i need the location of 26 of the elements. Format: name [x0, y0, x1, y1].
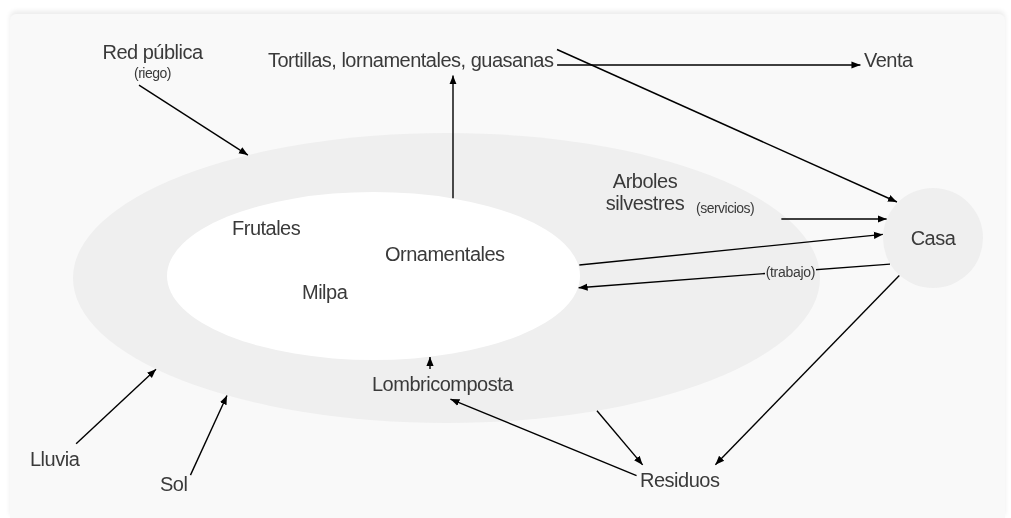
node-label: Lluvia	[30, 447, 80, 471]
node-label: Lombricomposta	[372, 372, 513, 396]
node-label: Tortillas, lornamentales, guasanas	[268, 48, 554, 72]
node-label: Red pública	[101, 40, 204, 64]
node-label: Frutales	[232, 216, 301, 240]
arrow	[75, 368, 157, 445]
node-label: Venta	[864, 48, 913, 72]
arrow	[426, 356, 434, 370]
node-label: Sol	[160, 472, 188, 496]
arrow	[189, 394, 228, 476]
node-label: Casa	[910, 226, 956, 250]
node-label: Milpa	[302, 280, 348, 304]
arrow	[449, 74, 457, 199]
arrow	[714, 274, 900, 466]
note-label: (servicios)	[696, 199, 755, 217]
node-label: Arboles silvestres	[604, 170, 686, 214]
arrow	[449, 398, 638, 477]
node-label: Ornamentales	[385, 242, 505, 266]
arrow	[596, 410, 644, 466]
arrow	[556, 61, 862, 69]
note-label: (riego)	[133, 64, 172, 82]
arrow	[780, 215, 888, 223]
arrow	[578, 231, 884, 266]
node-label: Residuos	[640, 468, 720, 492]
arrow	[556, 48, 898, 203]
arrow	[138, 84, 249, 156]
